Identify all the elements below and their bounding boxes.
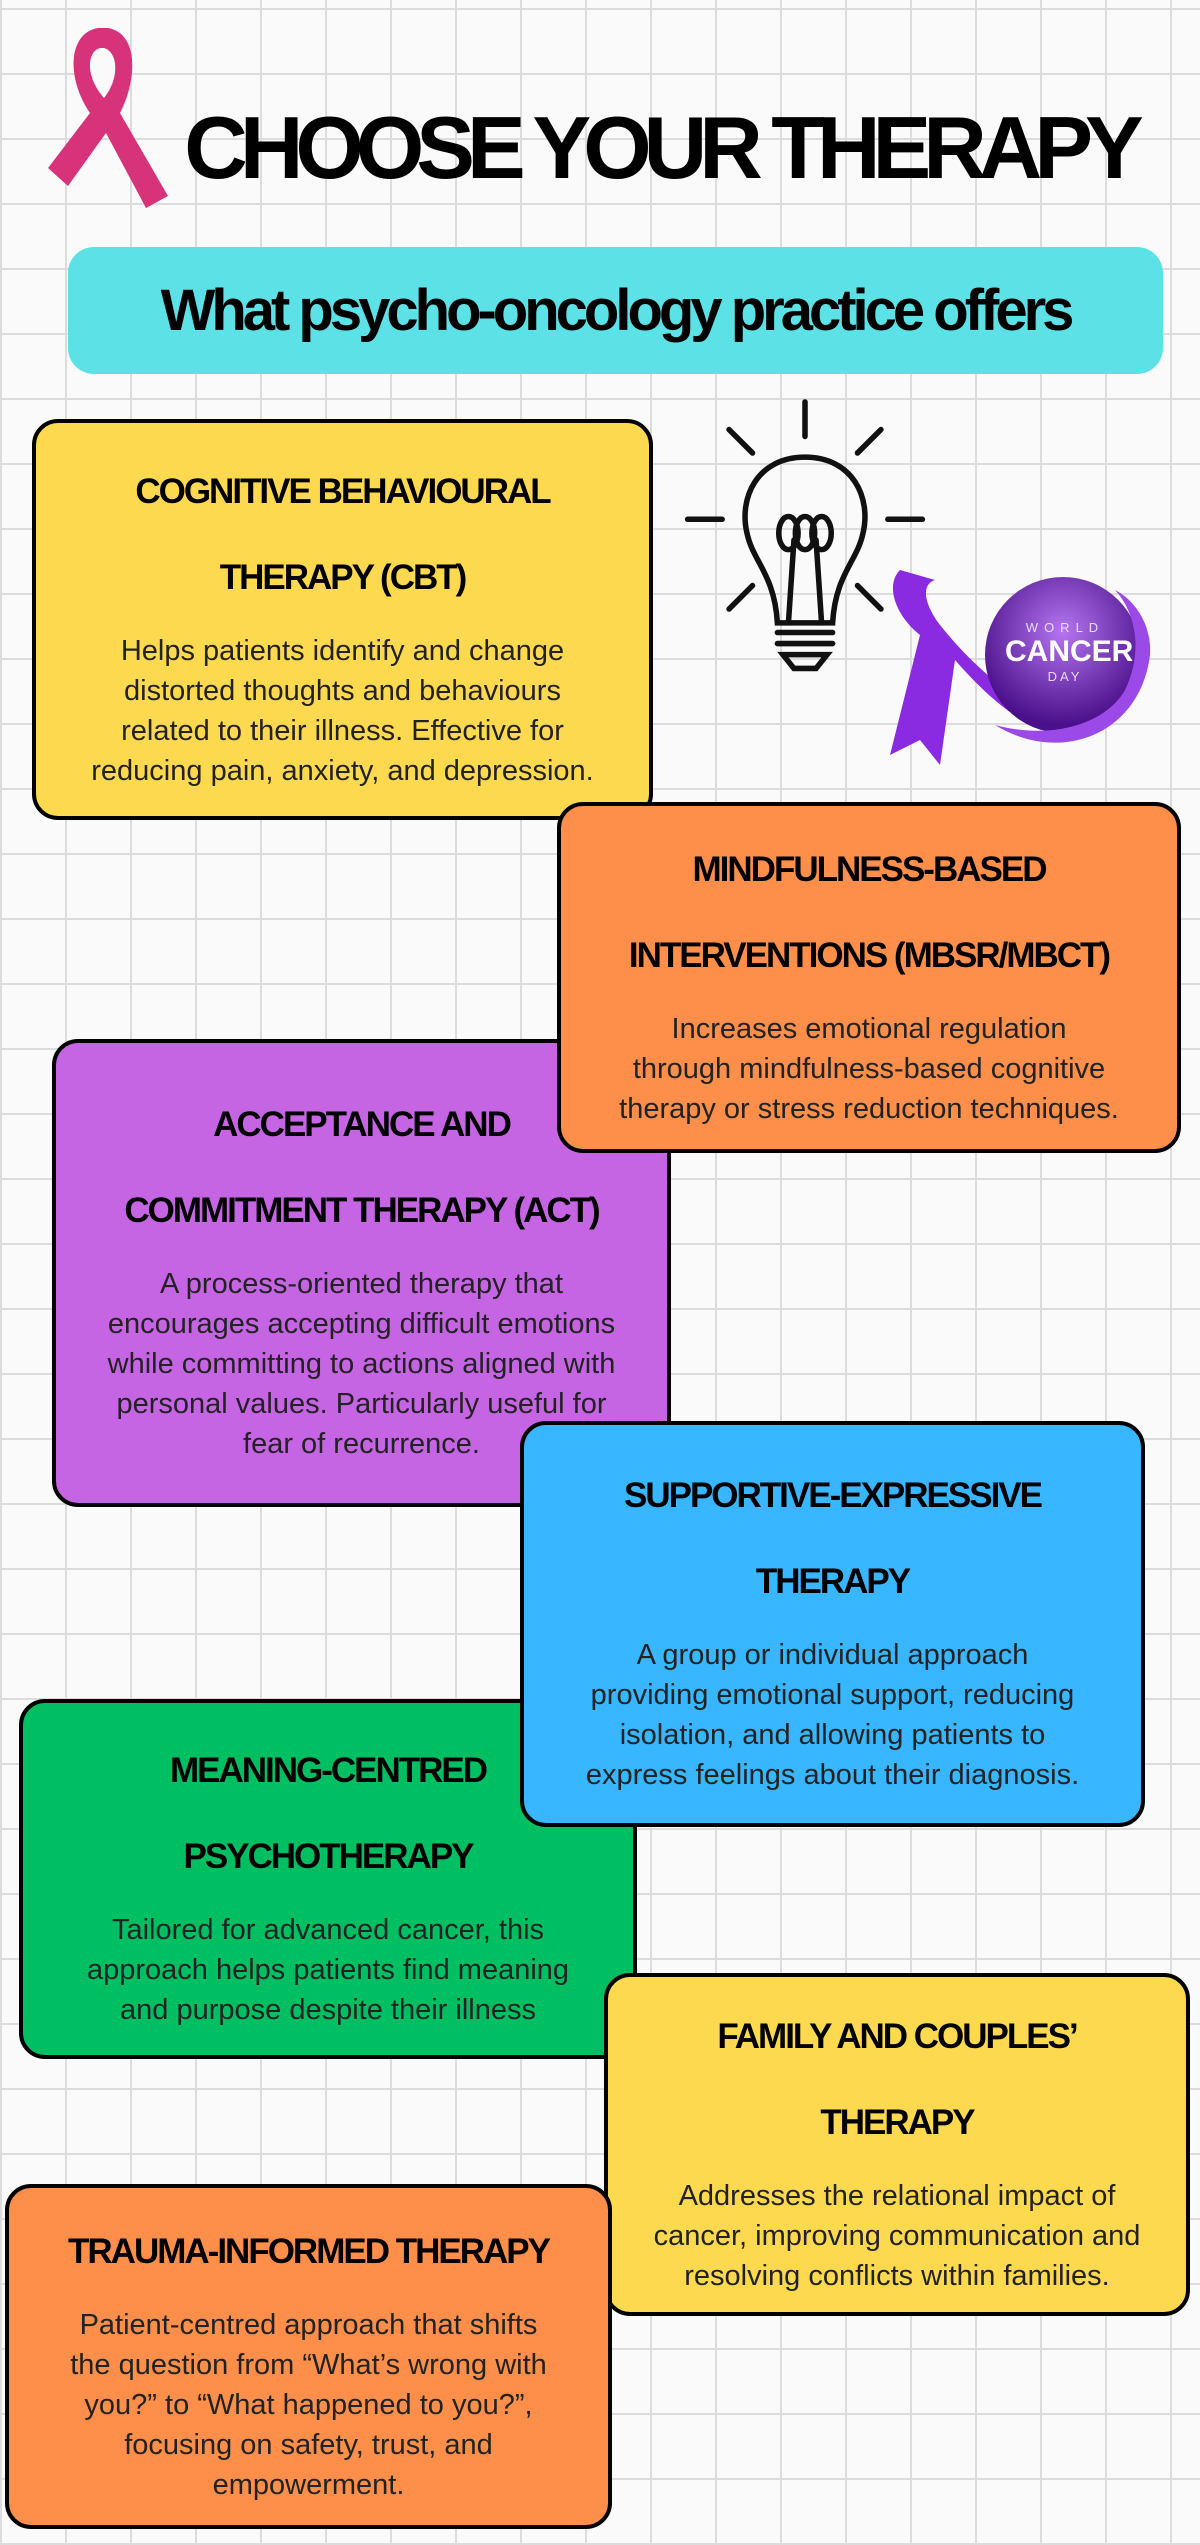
card-body-line: focusing on safety, trust, and bbox=[124, 2428, 493, 2461]
badge-day: DAY bbox=[1047, 669, 1083, 684]
card-cbt: COGNITIVE BEHAVIOURAL THERAPY (CBT) Helps … bbox=[32, 419, 653, 820]
card-body-line: A process-oriented therapy that bbox=[159, 1268, 563, 1300]
card-heading-line: COMMITMENT THERAPY (ACT) bbox=[124, 1191, 600, 1230]
card-body-line: the question from “What’s wrong with bbox=[70, 2348, 547, 2381]
card-heading-line: FAMILY AND COUPLES’ bbox=[717, 2016, 1078, 2056]
card-body-line: cancer, improving communication and bbox=[653, 2219, 1141, 2252]
card-heading-line: THERAPY (CBT) bbox=[219, 557, 468, 597]
card-heading-line: MINDFULNESS-BASED bbox=[692, 849, 1048, 889]
card-heading-line: TRAUMA-INFORMED THERAPY bbox=[68, 2231, 551, 2271]
card-body-line: and purpose despite their illness bbox=[120, 1994, 536, 2026]
card-heading-line: INTERVENTIONS (MBSR/MBCT) bbox=[628, 935, 1111, 975]
card-body-line: encourages accepting difficult emotions bbox=[107, 1308, 616, 1340]
card-body-line: through mindfulness-based cognitive bbox=[632, 1052, 1106, 1085]
card-supportive-expressive: SUPPORTIVE-EXPRESSIVE THERAPY A group or i… bbox=[520, 1421, 1145, 1827]
card-family-couples: FAMILY AND COUPLES’ THERAPY Addresses the … bbox=[604, 1973, 1190, 2316]
page-title: CHOOSE YOUR THERAPY bbox=[160, 88, 1160, 208]
subtitle-text: What psycho-oncology practice offers bbox=[160, 278, 1075, 343]
card-body-line: approach helps patients find meaning bbox=[86, 1954, 570, 1986]
card-body-line: isolation, and allowing patients to bbox=[619, 1719, 1046, 1751]
pink-ribbon-icon bbox=[48, 28, 168, 208]
card-body-line: distorted thoughts and behaviours bbox=[124, 674, 561, 707]
card-body-line: Addresses the relational impact of bbox=[678, 2179, 1116, 2212]
card-body-line: providing emotional support, reducing bbox=[590, 1679, 1075, 1711]
card-trauma-informed: TRAUMA-INFORMED THERAPY Patient-centred a… bbox=[5, 2184, 612, 2529]
card-body-line: fear of recurrence. bbox=[243, 1428, 480, 1460]
card-body-line: Increases emotional regulation bbox=[671, 1012, 1067, 1045]
card-heading-line: SUPPORTIVE-EXPRESSIVE bbox=[623, 1476, 1043, 1515]
card-body-line: personal values. Particularly useful for bbox=[116, 1388, 607, 1420]
card-heading-line: MEANING-CENTRED bbox=[169, 1751, 488, 1790]
card-heading-line: ACCEPTANCE AND bbox=[213, 1105, 512, 1144]
card-heading-line: COGNITIVE BEHAVIOURAL bbox=[135, 471, 551, 511]
badge-cancer: CANCER bbox=[1005, 635, 1134, 668]
world-cancer-day-badge: WORLD CANCER DAY bbox=[880, 565, 1165, 770]
card-body-line: empowerment. bbox=[212, 2468, 405, 2501]
card-body-line: Helps patients identify and change bbox=[120, 634, 565, 667]
card-body-line: you?” to “What happened to you?”, bbox=[84, 2388, 533, 2421]
card-body-line: resolving conflicts within families. bbox=[684, 2259, 1110, 2292]
card-body-line: reducing pain, anxiety, and depression. bbox=[91, 754, 594, 787]
card-body-line: express feelings about their diagnosis. bbox=[585, 1759, 1080, 1791]
subtitle-banner: What psycho-oncology practice offers bbox=[68, 247, 1163, 374]
light-bulb-icon bbox=[684, 399, 926, 672]
card-heading-line: PSYCHOTHERAPY bbox=[183, 1837, 474, 1876]
card-mindfulness: MINDFULNESS-BASED INTERVENTIONS (MBSR/MBC… bbox=[557, 802, 1181, 1153]
card-heading-line: THERAPY bbox=[755, 1562, 911, 1601]
card-body-line: related to their illness. Effective for bbox=[121, 714, 564, 747]
card-heading-line: THERAPY bbox=[820, 2102, 975, 2142]
page-title-text: CHOOSE YOUR THERAPY bbox=[184, 98, 1143, 197]
card-body-line: A group or individual approach bbox=[636, 1639, 1029, 1671]
card-body-line: Patient-centred approach that shifts bbox=[79, 2308, 538, 2341]
card-body-line: Tailored for advanced cancer, this bbox=[111, 1914, 545, 1946]
card-body-line: therapy or stress reduction techniques. bbox=[619, 1092, 1119, 1125]
purple-ribbon-icon bbox=[890, 570, 1151, 765]
card-body-line: while committing to actions aligned with bbox=[107, 1348, 616, 1380]
badge-world: WORLD bbox=[1025, 620, 1105, 635]
